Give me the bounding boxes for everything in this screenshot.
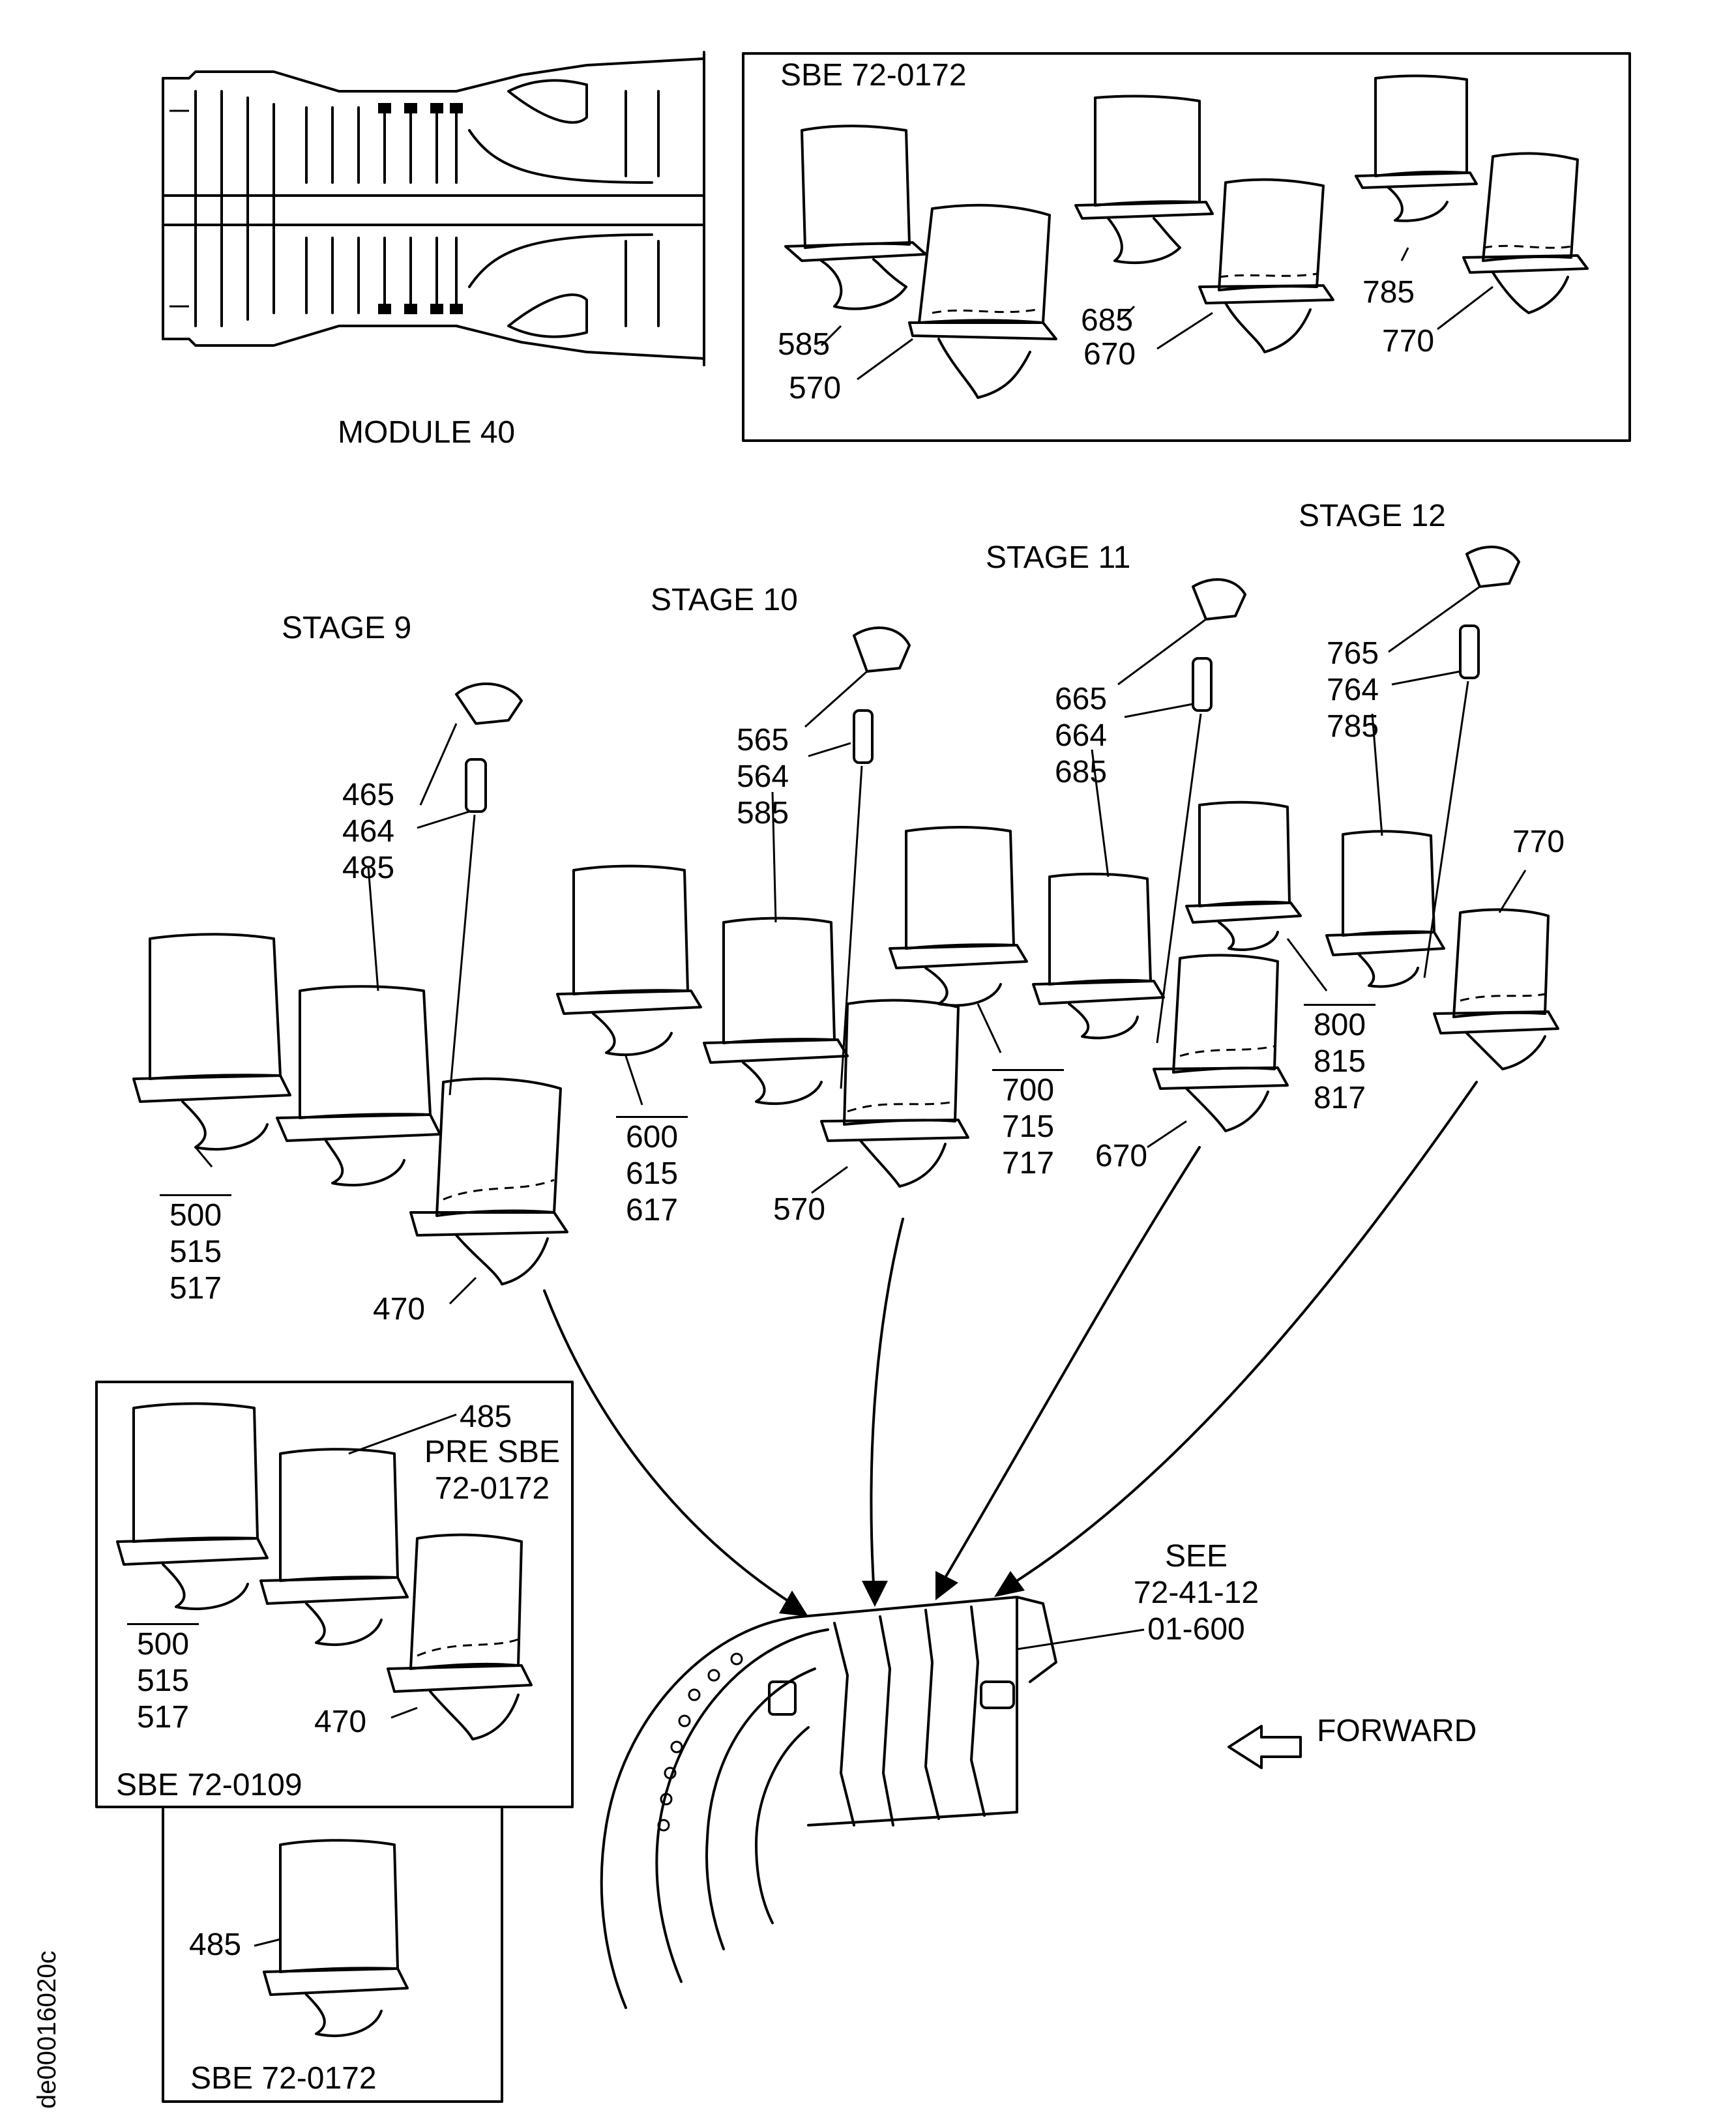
stage-11-blade-a-717: 717	[1001, 1146, 1055, 1181]
sbe-0109-pre-sbe: PRE SBE 72-0172	[417, 1434, 567, 1507]
stage-12-blade-a-800: 800	[1304, 1004, 1376, 1044]
sbe-0109-blade-a-515: 515	[136, 1664, 190, 1698]
stage-9-hardware-485: 485	[342, 851, 395, 885]
sbe-0109-blade-a-500: 500	[127, 1623, 199, 1663]
stage-11-parts	[889, 578, 1289, 1132]
stage-9-blade-a-labels: 500 515 517	[160, 1194, 231, 1307]
sbe-top-label-685: 685	[1081, 303, 1134, 338]
stage-12-hardware-764: 764	[1326, 673, 1379, 707]
stage-12-parts	[1185, 546, 1559, 1070]
sbe-top-frame	[742, 52, 1631, 442]
stage-10-leaders	[625, 670, 868, 1194]
sbe-0109-label-485: 485	[460, 1400, 512, 1434]
stage-11-title: STAGE 11	[986, 540, 1131, 575]
stage-11-blade-a-715: 715	[1001, 1109, 1055, 1144]
compressor-disk	[600, 1596, 1057, 2009]
forward-arrow-icon	[1228, 1725, 1302, 1769]
stage-10-hardware-564: 564	[736, 759, 789, 794]
stage-9-blade-a-500: 500	[160, 1194, 231, 1234]
sbe-top-label-585: 585	[778, 327, 831, 362]
sbe-0109-pre-sbe-line-2: 72-0172	[434, 1471, 550, 1506]
sbe-0109-pre-sbe-line-1: PRE SBE	[424, 1435, 561, 1469]
stage-12-blade-a-817: 817	[1313, 1081, 1366, 1115]
stage-10-title: STAGE 10	[651, 583, 798, 617]
see-ref-line-2: 72-41-12	[1133, 1576, 1259, 1610]
sbe-top-label-785: 785	[1362, 275, 1415, 310]
stage-10-hardware-labels: 565 564 585	[727, 722, 799, 832]
forward-label: FORWARD	[1317, 1714, 1477, 1748]
stage-12-blade-a-labels: 800 815 817	[1304, 1004, 1376, 1117]
sbe-0109-title: SBE 72-0109	[116, 1768, 302, 1802]
stage-11-hardware-labels: 665 664 685	[1045, 681, 1117, 791]
sbe-top-blade-670	[1198, 178, 1334, 353]
module-40-caption: MODULE 40	[338, 415, 516, 450]
stage-12-blade-b-770: 770	[1512, 825, 1565, 859]
stage-10-blade-a-labels: 600 615 617	[616, 1116, 688, 1229]
module-40-cross-section	[162, 51, 705, 366]
sbe-0109-blade-a-labels: 500 515 517	[127, 1623, 199, 1736]
stage-10-hardware-565: 565	[736, 723, 789, 757]
stage-12-hardware-765: 765	[1326, 636, 1379, 671]
stage-11-leaders	[977, 618, 1207, 1149]
sbe-top-label-670: 670	[1083, 337, 1136, 372]
stage-11-blade-a-labels: 700 715 717	[992, 1069, 1064, 1182]
stage-10-hardware-585: 585	[736, 796, 789, 830]
stage-11-hardware-685: 685	[1054, 755, 1108, 789]
sbe-top-blade-585	[784, 125, 927, 310]
stage-10-parts	[556, 626, 969, 1188]
sbe-top-blade-785	[1355, 74, 1478, 222]
see-ref-line-1: SEE	[1164, 1539, 1228, 1574]
stage-9-parts	[132, 682, 568, 1285]
sbe-top-title: SBE 72-0172	[780, 58, 967, 93]
sbe-top-label-570: 570	[789, 371, 842, 405]
sbe-bottom-label-485: 485	[189, 1928, 242, 1962]
sbe-bottom-blade	[254, 1839, 409, 2037]
sbe-top-blade-770	[1462, 152, 1589, 314]
stage-10-blade-a-615: 615	[625, 1156, 679, 1191]
see-ref-leader	[1016, 1628, 1145, 1650]
stage-9-leaders	[194, 723, 477, 1305]
stage-11-hardware-665: 665	[1054, 682, 1108, 716]
sbe-bottom-frame	[162, 1806, 503, 2103]
stage-11-hardware-664: 664	[1054, 718, 1108, 753]
stage-10-blade-a-600: 600	[616, 1116, 688, 1156]
stage-9-blade-a-515: 515	[169, 1235, 222, 1269]
stage-9-hardware-465: 465	[342, 778, 395, 812]
see-reference: SEE 72-41-12 01-600	[1111, 1538, 1281, 1648]
sbe-bottom-title: SBE 72-0172	[190, 2061, 377, 2096]
figure-id: de00016020c	[33, 1950, 61, 2109]
stage-11-blade-b-670: 670	[1095, 1139, 1148, 1173]
sbe-0109-blade-a-517: 517	[136, 1700, 190, 1735]
stage-12-leaders	[1286, 585, 1527, 991]
sbe-top-blade-685	[1074, 95, 1214, 265]
sbe-top-leaders	[820, 247, 1493, 381]
stage-10-blade-a-617: 617	[625, 1193, 679, 1227]
sbe-0109-blades	[116, 1402, 533, 1740]
sbe-0109-label-470: 470	[314, 1705, 367, 1739]
stage-9-hardware-labels: 465 464 485	[332, 777, 404, 887]
sbe-top-blade-570	[908, 203, 1057, 399]
stage-11-blade-a-700: 700	[992, 1069, 1064, 1109]
stage-9-blade-a-517: 517	[169, 1271, 222, 1306]
stage-12-hardware-labels: 765 764 785	[1317, 636, 1389, 745]
stage-12-hardware-785: 785	[1326, 709, 1379, 744]
stage-12-title: STAGE 12	[1299, 499, 1446, 533]
stage-9-title: STAGE 9	[282, 611, 412, 645]
stage-9-blade-b-470: 470	[373, 1292, 426, 1327]
see-ref-line-3: 01-600	[1147, 1612, 1245, 1647]
assembly-arrows	[543, 1081, 1478, 1617]
stage-10-blade-b-570: 570	[773, 1192, 826, 1227]
sbe-top-label-770: 770	[1382, 324, 1435, 359]
stage-9-hardware-464: 464	[342, 814, 395, 849]
stage-12-blade-a-815: 815	[1313, 1044, 1366, 1079]
